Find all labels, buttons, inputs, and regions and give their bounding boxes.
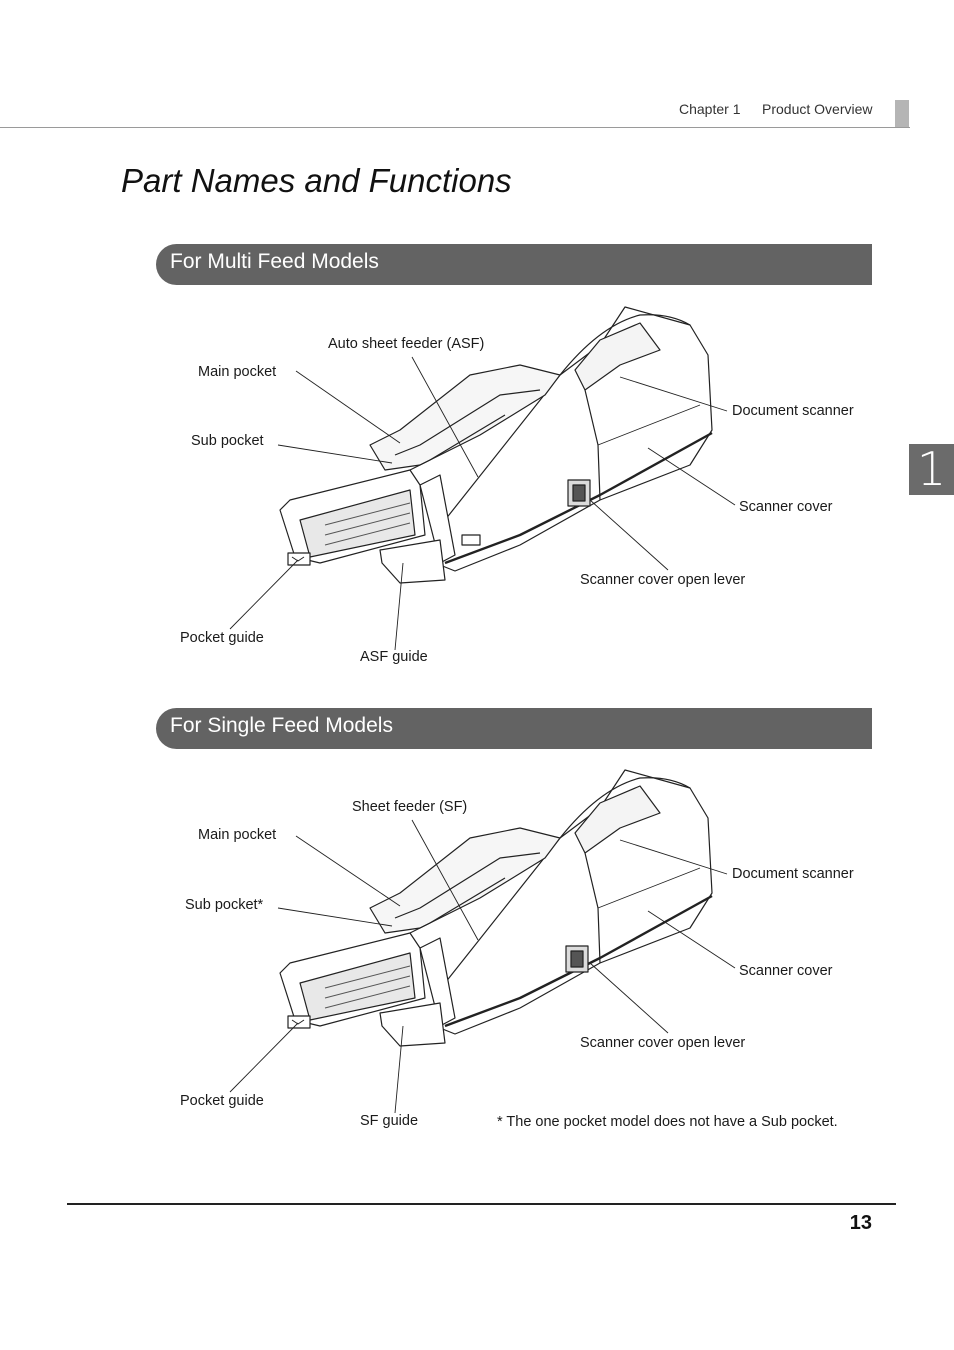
footnote-one-pocket: * The one pocket model does not have a S… [497,1114,838,1130]
page-number: 13 [849,1212,872,1234]
label-asf-guide: ASF guide [360,649,428,665]
multi-feed-printer-diagram [229,306,736,651]
label-main-pocket-single: Main pocket [198,827,277,843]
header-tab-marker [895,100,909,127]
page-title: Part Names and Functions [121,162,512,199]
label-sub-pocket-single: Sub pocket* [185,897,264,913]
label-sheet-feeder: Sheet feeder (SF) [352,799,468,815]
label-pocket-guide: Pocket guide [180,630,264,646]
label-sub-pocket: Sub pocket [191,433,264,449]
chapter-side-tab: 1 [909,444,954,495]
label-sf-guide: SF guide [360,1113,419,1129]
label-scanner-cover-open-lever-single: Scanner cover open lever [580,1035,746,1051]
label-document-scanner: Document scanner [732,403,854,419]
single-feed-printer-diagram [229,769,736,1114]
label-document-scanner-single: Document scanner [732,866,854,882]
label-auto-sheet-feeder: Auto sheet feeder (ASF) [328,336,485,352]
label-main-pocket: Main pocket [198,364,277,380]
label-scanner-cover-open-lever: Scanner cover open lever [580,572,746,588]
section-heading-single-feed: For Single Feed Models [156,708,872,749]
header-rule [0,127,910,128]
header-chapter: Chapter 1 [679,101,741,117]
header-section: Product Overview [762,101,873,117]
label-scanner-cover: Scanner cover [739,499,833,515]
label-scanner-cover-single: Scanner cover [739,963,833,979]
section-heading-multi-feed: For Multi Feed Models [156,244,872,285]
label-pocket-guide-single: Pocket guide [180,1093,264,1109]
footer-rule [67,1203,896,1205]
